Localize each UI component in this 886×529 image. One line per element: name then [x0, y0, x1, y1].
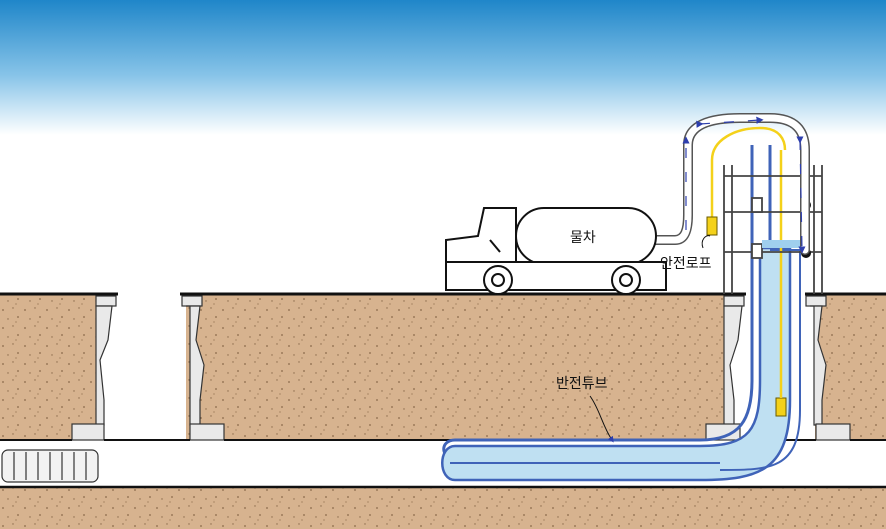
safety-rope	[710, 126, 787, 222]
soil-middle	[186, 294, 730, 440]
soil-left	[0, 294, 100, 440]
manhole-left-wall	[71, 295, 117, 441]
sky	[0, 0, 886, 135]
rope-pointer	[701, 235, 711, 249]
manhole-middle-left-wall	[181, 295, 225, 441]
rope-clamp	[706, 216, 718, 236]
tube-pointer	[589, 395, 614, 443]
label-safety-rope: 안전로프	[660, 256, 712, 272]
soil-right	[815, 294, 886, 440]
flow-arrows	[686, 120, 802, 250]
label-water-truck: 물차	[570, 230, 596, 246]
soil-bottom	[0, 487, 886, 529]
label-inversion-tube: 반전튜브	[556, 376, 608, 392]
manhole-middle-right-wall	[705, 295, 745, 441]
pipe-plug	[1, 449, 99, 483]
manhole-right-wall	[805, 295, 851, 441]
water-level	[762, 240, 802, 248]
water-truck	[445, 207, 667, 295]
